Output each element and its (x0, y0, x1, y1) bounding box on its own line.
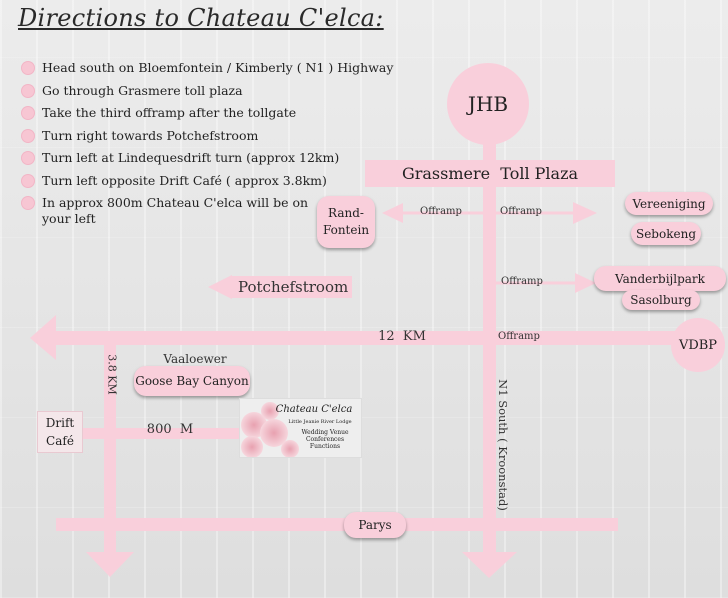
parys-pill: Parys (344, 512, 406, 538)
goose-bay-pill: Goose Bay Canyon (134, 366, 250, 396)
jhb-circle: JHB (447, 63, 529, 145)
bullet-icon (22, 197, 34, 209)
distance-800m-label: 800 M (146, 422, 194, 437)
drift-cafe-box: Drift Café (38, 412, 82, 452)
vaaloewer-label: Vaaloewer (163, 352, 227, 366)
direction-step: Turn right towards Potchefstroom (22, 128, 393, 144)
direction-step: Go through Grasmere toll plaza (22, 83, 393, 99)
direction-step: Turn left opposite Drift Café ( approx 3… (22, 173, 393, 189)
sasolburg-pill: Sasolburg (622, 290, 700, 310)
bullet-icon (22, 62, 34, 74)
bullet-icon (22, 152, 34, 164)
n1-south-arrow (462, 552, 517, 578)
logo-tagline: Little Jeanie River Lodge (288, 419, 352, 425)
chateau-logo: Chateau C'elca Little Jeanie River Lodge… (239, 398, 362, 458)
vdbp-circle: VDBP (671, 318, 725, 372)
jhb-label: JHB (467, 92, 509, 116)
road-12km (56, 331, 696, 345)
logo-services: Wedding Venue Conferences Functions (301, 429, 349, 450)
road-3-8km (104, 345, 116, 552)
bullet-icon (22, 84, 34, 97)
offramp-label-right: Offramp (500, 206, 542, 217)
rand-fontein-pill: Rand- Fontein (317, 196, 375, 248)
potchefstroom-arrow-body (230, 276, 352, 298)
offramp-label-vdbp: Offramp (498, 331, 540, 342)
offramp-label-left: Offramp (420, 206, 462, 217)
bullet-icon (22, 174, 34, 187)
distance-3-8km-label: 3.8 KM (105, 354, 119, 395)
distance-12km-label: 12 KM (378, 329, 426, 344)
potchefstroom-label: Potchefstroom (238, 278, 349, 296)
south-arrow-3-8km (86, 552, 134, 577)
directions-list: Head south on Bloemfontein / Kimberly ( … (22, 60, 393, 234)
offramp-label-vanderbijlpark: Offramp (501, 276, 543, 287)
potchefstroom-arrow (208, 275, 232, 299)
offramp-arrow-left (382, 203, 403, 223)
page-title: Directions to Chateau C'elca: (18, 4, 384, 32)
offramp-arrow-right (573, 202, 597, 224)
direction-step: Turn left at Lindequesdrift turn (approx… (22, 150, 393, 166)
road-800m (82, 428, 246, 439)
bullet-icon (22, 129, 34, 142)
direction-step: Head south on Bloemfontein / Kimberly ( … (22, 60, 393, 76)
direction-step: Take the third offramp after the tollgat… (22, 105, 393, 121)
n1-south-label: N1 South ( Kroonstad) (496, 379, 510, 511)
bullet-icon (22, 107, 34, 119)
road-parys (56, 518, 618, 531)
vereeniging-pill: Vereeniging (625, 192, 713, 215)
vanderbijlpark-pill: Vanderbijlpark (594, 266, 726, 291)
sebokeng-pill: Sebokeng (631, 222, 701, 245)
toll-plaza-banner: Grassmere Toll Plaza (365, 160, 615, 187)
offramp-arrow-vanderbijlpark (575, 273, 596, 293)
logo-name: Chateau C'elca (275, 404, 353, 415)
roses-icon (241, 402, 299, 457)
direction-step: In approx 800m Chateau C'elca will be on… (22, 195, 312, 227)
west-arrow (30, 315, 56, 360)
